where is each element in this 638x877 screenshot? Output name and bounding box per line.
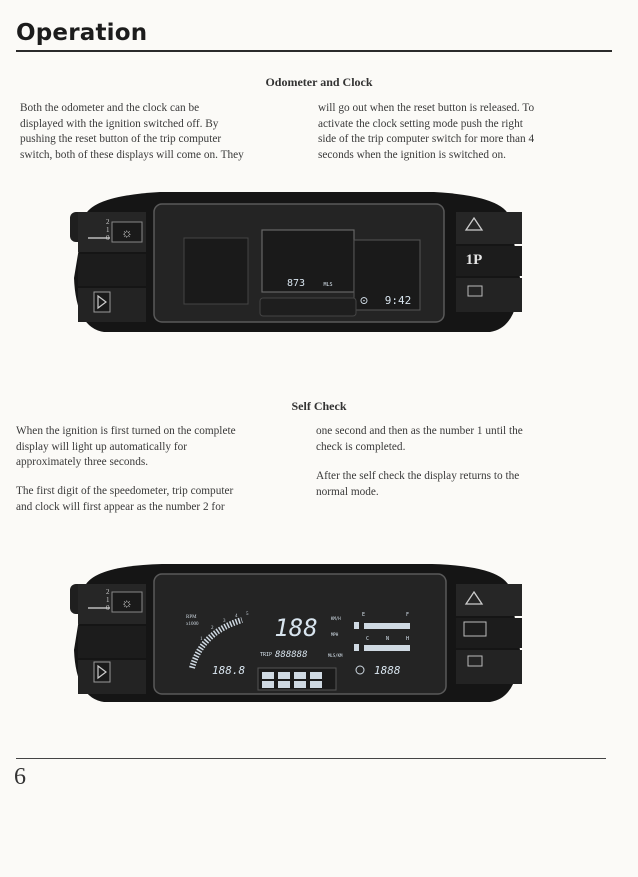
odometer-unit: MLS [323, 282, 332, 288]
text-line: seconds when the ignition is switched on… [318, 148, 506, 161]
footer-rule [16, 758, 606, 759]
switch-position: 0 [106, 234, 110, 242]
rpm-multiplier: x1000 [186, 622, 199, 627]
rear-defrost-icon [467, 655, 483, 667]
warning-indicator-icon [278, 672, 290, 679]
speed-unit-kmh: KM/H [331, 616, 341, 621]
text-line: side of the trip computer switch for mor… [318, 133, 535, 145]
trip-label: TRIP [260, 652, 272, 658]
text-line: switch, both of these displays will come… [20, 148, 244, 161]
fuel-empty-letter: E [362, 612, 365, 618]
self-check-text-right-2: After the self check the display returns… [316, 469, 519, 500]
fuel-gauge-bargraph [364, 623, 410, 629]
warning-indicator-icon [262, 672, 274, 679]
odometer-text-left: Both the odometer and the clock can be d… [20, 101, 244, 163]
text-line: The first digit of the speedometer, trip… [16, 485, 234, 497]
fuel-full-letter: F [406, 612, 409, 618]
hazard-triangle-icon [464, 590, 484, 605]
page-number: 6 [14, 764, 26, 790]
play-arrow-icon [97, 294, 107, 310]
switch-position: 1 [106, 226, 110, 234]
switch-position: 1 [106, 596, 110, 604]
warning-indicator-icon [294, 681, 306, 688]
text-line: pushing the reset button of the trip com… [20, 133, 222, 145]
small-lcd-value: 188.8 [212, 664, 245, 677]
self-check-figure: ☼ 2 1 0 RPM x1000 1 2 3 4 5 188 KM/H MPH… [70, 560, 524, 710]
temperature-gauge-bargraph [364, 645, 410, 651]
switch-position: 2 [106, 588, 110, 596]
switch-position: 2 [106, 218, 110, 226]
text-line: display will light up automatically for [16, 440, 187, 453]
text-line: one second and then as the number 1 unti… [316, 425, 523, 437]
text-line: Both the odometer and the clock can be [20, 102, 200, 114]
text-line: displayed with the ignition switched off… [20, 117, 219, 130]
warning-indicator-icon [310, 681, 322, 688]
rpm-label: RPM [186, 615, 197, 620]
sun-icon: ☼ [121, 595, 133, 610]
speed-unit-mph: MPH [331, 632, 339, 637]
tacho-tick: 1 [200, 637, 203, 642]
clock-icon [355, 665, 365, 675]
sun-icon: ☼ [121, 225, 133, 240]
odometer-clock-heading: Odometer and Clock [265, 75, 373, 89]
self-check-text-right-1: one second and then as the number 1 unti… [316, 424, 523, 455]
trip-computer-switch-icon [463, 621, 487, 637]
speedometer-value: 188 [274, 614, 317, 642]
temp-normal-letter: N [386, 636, 389, 642]
clock-icon: ⊙ [359, 295, 368, 307]
warning-indicator-icon [278, 681, 290, 688]
self-check-heading: Self Check [291, 399, 347, 413]
tacho-tick: 3 [223, 619, 226, 624]
warning-indicator-icon [294, 672, 306, 679]
odometer-text-right: will go out when the reset button is rel… [318, 101, 534, 163]
rear-defrost-icon [467, 285, 483, 297]
fuel-pump-icon [354, 622, 359, 629]
tacho-tick: 5 [246, 612, 249, 617]
hazard-triangle-icon [464, 216, 484, 231]
trip-value: 888888 [275, 650, 308, 660]
play-arrow-icon [97, 664, 107, 680]
clock-value: 1888 [374, 664, 401, 677]
odometer-clock-figure: ☼ 2 1 0 1P 873 MLS ⊙ 9:42 [70, 188, 524, 338]
self-check-text-left-2: The first digit of the speedometer, trip… [16, 484, 233, 515]
text-line: When the ignition is first turned on the… [16, 425, 236, 437]
temp-cold-letter: C [366, 636, 369, 642]
warning-indicator-icon [262, 681, 274, 688]
text-line: After the self check the display returns… [316, 470, 520, 482]
trip-computer-switch-icon: 1P [466, 252, 483, 268]
text-line: will go out when the reset button is rel… [318, 102, 535, 114]
text-line: activate the clock setting mode push the… [318, 117, 523, 130]
temp-hot-letter: H [406, 636, 409, 642]
self-check-text-left-1: When the ignition is first turned on the… [16, 424, 236, 471]
warning-indicator-icon [310, 672, 322, 679]
thermometer-icon [354, 644, 359, 651]
text-line: check is completed. [316, 440, 406, 453]
page-title: Operation [16, 20, 148, 46]
tacho-tick: 2 [211, 626, 214, 631]
header-rule [16, 50, 612, 52]
clock-value: 9:42 [385, 294, 412, 307]
text-line: normal mode. [316, 485, 379, 498]
text-line: approximately three seconds. [16, 456, 149, 468]
odometer-value: 873 [287, 278, 305, 289]
tachometer-bargraph [189, 617, 243, 669]
trip-unit: MLS/KM [328, 653, 343, 658]
text-line: and clock will first appear as the numbe… [16, 500, 225, 513]
switch-position: 0 [106, 604, 110, 612]
tacho-tick: 4 [235, 614, 238, 619]
